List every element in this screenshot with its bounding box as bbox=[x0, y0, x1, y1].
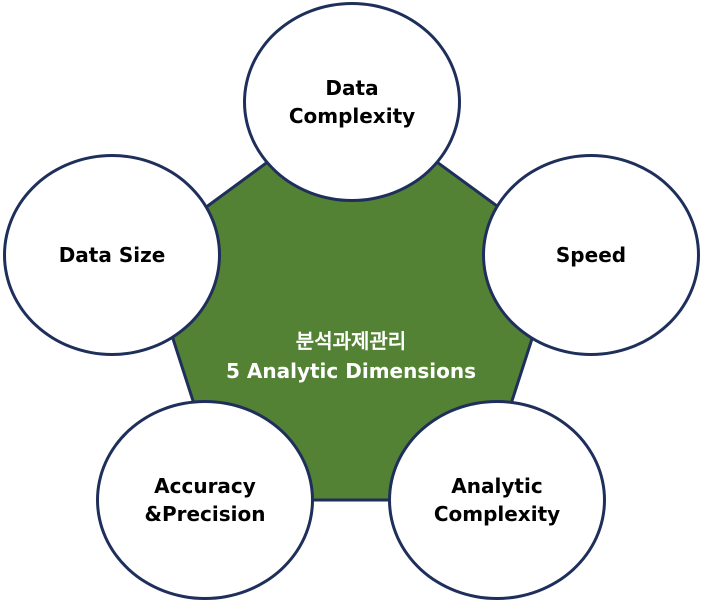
accuracy-precision-label: Accuracy &Precision bbox=[144, 474, 266, 526]
data-size-label: Data Size bbox=[58, 243, 166, 267]
data-complexity-label: Data Complexity bbox=[288, 76, 416, 128]
circle-analytic-complexity: Analytic Complexity bbox=[388, 400, 606, 600]
analytic-complexity-label: Analytic Complexity bbox=[433, 474, 561, 526]
circle-accuracy-precision: Accuracy &Precision bbox=[96, 400, 314, 600]
speed-label: Speed bbox=[555, 243, 627, 267]
center-subtitle: 5 Analytic Dimensions bbox=[226, 359, 476, 383]
center-title-korean: 분석과제관리 bbox=[295, 329, 407, 353]
circle-data-complexity: Data Complexity bbox=[243, 2, 461, 202]
circle-data-size: Data Size bbox=[3, 154, 221, 356]
circle-speed: Speed bbox=[482, 154, 700, 356]
center-label: 분석과제관리 5 Analytic Dimensions bbox=[190, 326, 512, 386]
